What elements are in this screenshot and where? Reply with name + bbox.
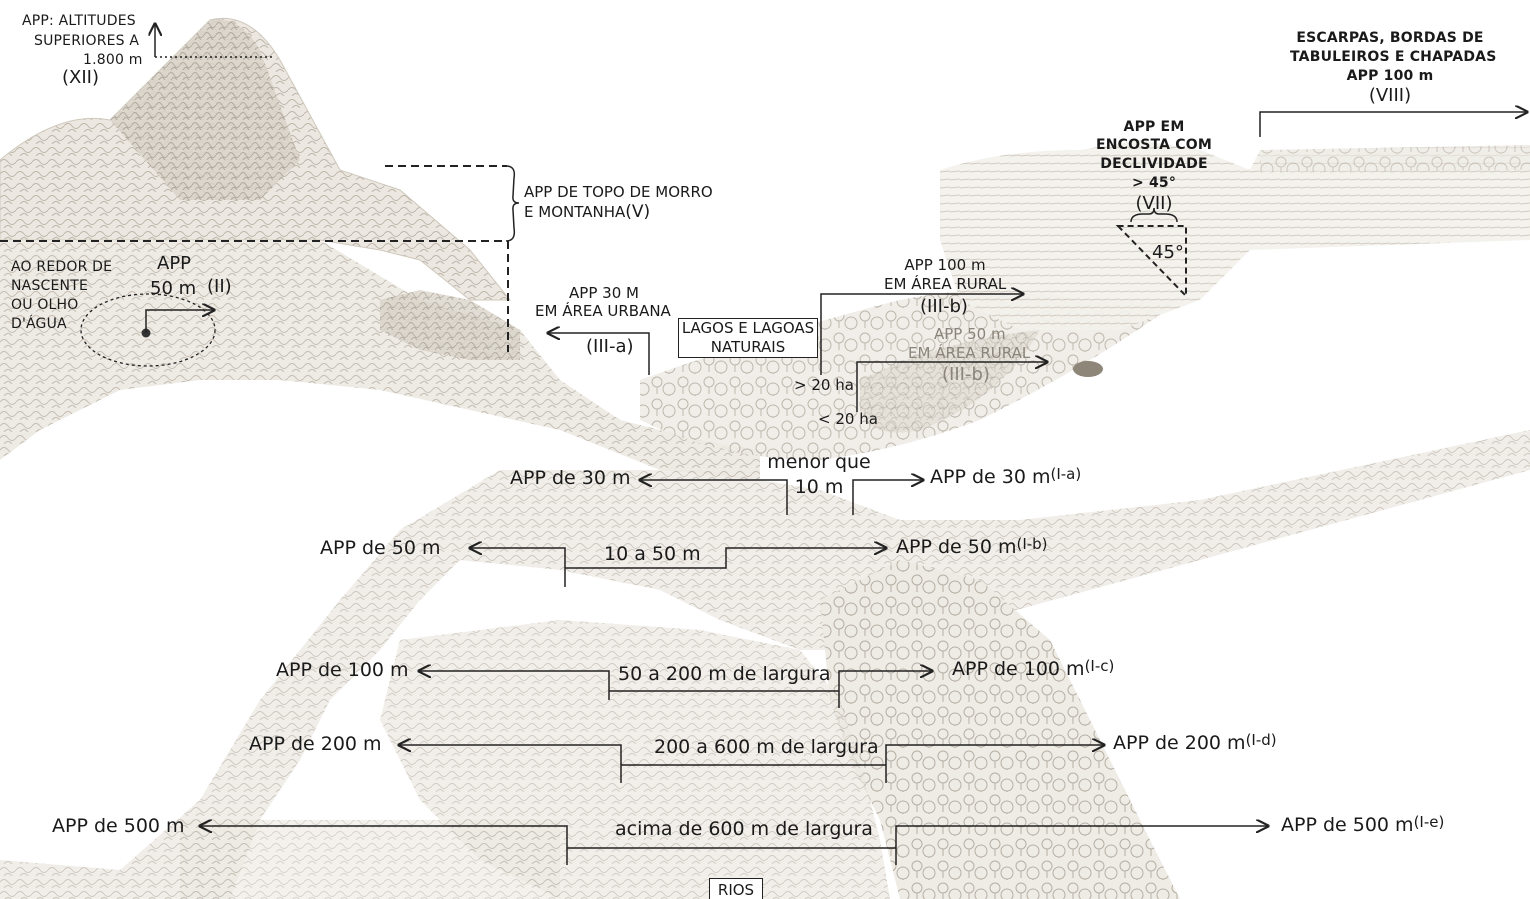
- ib-right-text: APP de 50 m: [896, 536, 1017, 558]
- id-left-arrow: [399, 745, 622, 783]
- iiia-roman: (III-a): [586, 336, 634, 357]
- ie-right-arrow: [895, 826, 1268, 865]
- id-right-arrow: [885, 745, 1104, 783]
- ia-width-line1: menor que: [767, 451, 871, 473]
- id-right-label: APP de 200 m(I-d): [1113, 731, 1277, 755]
- xii-label-line3: 1.800 m: [83, 52, 143, 68]
- viii-label-line3: APP 100 m: [1346, 68, 1434, 84]
- xii-label-line1: APP: ALTITUDES: [22, 13, 136, 29]
- ib-left-label: APP de 50 m: [320, 537, 441, 559]
- iiib100-roman: (III-b): [920, 296, 968, 317]
- iiia-label-line1: APP 30 M: [569, 284, 639, 302]
- iiib50-arrow: [856, 362, 1047, 412]
- viii-roman: (VIII): [1368, 85, 1412, 106]
- vii-label-line2: ENCOSTA COM: [1095, 137, 1213, 153]
- spring-ellipse: [80, 293, 216, 367]
- iiia-label-line2: EM ÁREA URBANA: [535, 302, 671, 320]
- vii-brace: [1130, 207, 1178, 223]
- ic-left-label: APP de 100 m: [276, 659, 409, 681]
- ie-right-label: APP de 500 m(I-e): [1281, 813, 1445, 837]
- ic-right-arrow: [838, 671, 932, 708]
- hill-slope-sketch: [0, 240, 760, 480]
- escarpment-sketch: [940, 140, 1530, 330]
- ia-left-label: APP de 30 m: [510, 467, 631, 489]
- ii-label-line4: D'ÁGUA: [11, 316, 67, 332]
- iiib50-label-line2: EM ÁREA RURAL: [908, 344, 1031, 362]
- xii-roman: (XII): [62, 67, 99, 88]
- gt20-label: > 20 ha: [794, 376, 854, 394]
- vii-angle-dashed: [1115, 225, 1187, 299]
- id-code: (I-d): [1245, 731, 1277, 749]
- vii-angle-label: 45°: [1152, 242, 1184, 263]
- iiia-arrow: [548, 333, 650, 375]
- viii-label-line1: ESCARPAS, BORDAS DE: [1296, 30, 1484, 46]
- ie-left-label: APP de 500 m: [52, 815, 185, 837]
- ie-right-text: APP de 500 m: [1281, 814, 1414, 836]
- ia-right-arrow: [852, 480, 923, 515]
- iiib100-label-line1: APP 100 m: [904, 256, 986, 274]
- id-left-label: APP de 200 m: [249, 733, 382, 755]
- ie-left-arrow: [200, 826, 568, 865]
- river-valley-sketch: [0, 430, 1530, 899]
- id-width: 200 a 600 m de largura: [654, 736, 879, 758]
- iiib50-roman: (III-b): [942, 364, 990, 385]
- id-right-text: APP de 200 m: [1113, 732, 1246, 754]
- ib-right-label: APP de 50 m(I-b): [896, 535, 1048, 559]
- v-brace: [505, 165, 520, 242]
- rios-box: [709, 878, 763, 899]
- xii-label-line2: SUPERIORES A: [34, 33, 140, 49]
- vii-roman: (VII): [1135, 193, 1173, 214]
- viii-arrow: [1259, 112, 1527, 137]
- ii-label-line3: OU OLHO: [11, 297, 79, 313]
- ii-app: APP: [157, 253, 192, 274]
- lagos-label-line1: LAGOS E LAGOAS: [681, 319, 815, 337]
- ic-code: (I-c): [1084, 657, 1115, 675]
- ib-left-leader: [470, 548, 566, 568]
- ie-width: acima de 600 m de largura: [615, 818, 873, 840]
- ia-right-text: APP de 30 m: [930, 466, 1051, 488]
- ib-code: (I-b): [1016, 535, 1048, 553]
- ii-distance: 50 m: [150, 278, 197, 299]
- v-label-line1: APP DE TOPO DE MORRO: [524, 183, 713, 201]
- rios-label: RIOS: [717, 881, 755, 899]
- ib-width: 10 a 50 m: [604, 543, 701, 565]
- ie-code: (I-e): [1413, 813, 1445, 831]
- v-label-line2: E MONTANHA(V): [524, 202, 651, 223]
- ic-left-arrow: [419, 671, 610, 700]
- ib-left-arrow: [564, 548, 886, 587]
- iiib50-label-line1: APP 50 m: [934, 325, 1006, 343]
- vii-label-line1: APP EM: [1123, 119, 1185, 135]
- capybara-sketch: [1073, 361, 1103, 377]
- iiib100-arrow: [820, 294, 1023, 375]
- ii-label-line2: NASCENTE: [11, 278, 89, 294]
- ia-left-arrow: [640, 480, 788, 515]
- lagos-box: [678, 318, 818, 358]
- ii-arrow: [145, 310, 214, 333]
- ii-label-line1: AO REDOR DE: [11, 259, 113, 275]
- ic-width: 50 a 200 m de largura: [618, 663, 831, 685]
- v-label-text: E MONTANHA: [524, 203, 626, 221]
- ii-roman: (II): [207, 276, 232, 297]
- iiib100-label-line2: EM ÁREA RURAL: [884, 275, 1007, 293]
- vii-label-line3: DECLIVIDADE: [1100, 156, 1208, 172]
- ic-right-label: APP de 100 m(I-c): [952, 657, 1115, 681]
- ic-right-text: APP de 100 m: [952, 658, 1085, 680]
- lt20-label: < 20 ha: [818, 410, 878, 428]
- lagos-label-line2: NATURAIS: [710, 338, 786, 356]
- v-roman: (V): [625, 202, 651, 222]
- ia-width-line2: 10 m: [794, 476, 844, 498]
- ia-code: (I-a): [1050, 465, 1082, 483]
- vii-label-line4: > 45°: [1131, 175, 1177, 191]
- viii-label-line2: TABULEIROS E CHAPADAS: [1290, 49, 1497, 65]
- ia-right-label: APP de 30 m(I-a): [930, 465, 1082, 489]
